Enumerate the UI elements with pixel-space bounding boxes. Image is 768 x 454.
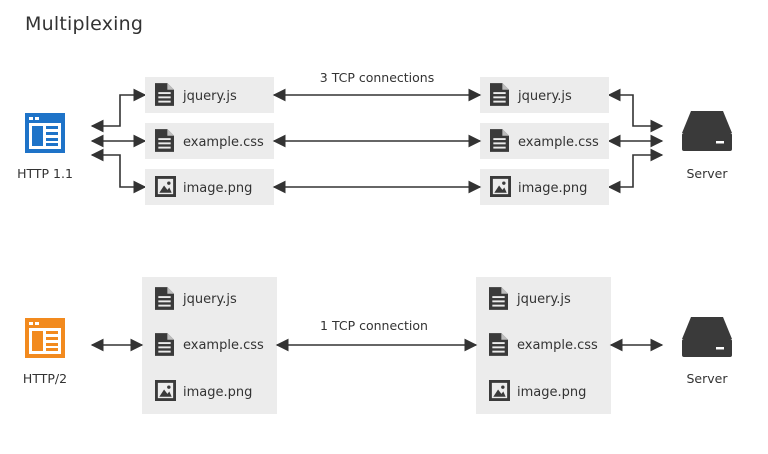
http1-server-label: Server bbox=[687, 166, 729, 181]
client-file-css: example.css bbox=[145, 123, 274, 159]
file-name: jquery.js bbox=[516, 292, 571, 307]
server-file-image: image.png bbox=[480, 169, 609, 205]
http2-connection-label: 1 TCP connection bbox=[320, 318, 428, 333]
server-icon bbox=[682, 317, 732, 357]
server-file-css: example.css bbox=[480, 123, 609, 159]
client-arrow-jquery bbox=[90, 88, 147, 133]
client-file-group: jquery.js example.css image.png bbox=[142, 277, 277, 414]
file-name: jquery.js bbox=[517, 89, 572, 104]
image-icon bbox=[490, 176, 511, 197]
file-name: image.png bbox=[183, 181, 252, 196]
server-file-jquery: jquery.js bbox=[480, 77, 609, 113]
server-icon bbox=[682, 111, 732, 151]
server-file-group: jquery.js example.css image.png bbox=[476, 277, 611, 414]
http2-server-label: Server bbox=[687, 371, 729, 386]
server-arrow-jquery bbox=[607, 88, 664, 133]
file-name: image.png bbox=[518, 181, 587, 196]
image-icon bbox=[489, 380, 510, 401]
http2-client-label: HTTP/2 bbox=[23, 371, 67, 386]
file-name: example.css bbox=[183, 338, 264, 353]
image-icon bbox=[155, 380, 176, 401]
browser-icon bbox=[25, 113, 65, 153]
http1-section: HTTP 1.1 Server jquery.js example.css im… bbox=[17, 70, 732, 205]
file-name: example.css bbox=[517, 338, 598, 353]
client-file-jquery: jquery.js bbox=[145, 77, 274, 113]
page-title: Multiplexing bbox=[25, 13, 144, 35]
file-name: jquery.js bbox=[182, 89, 237, 104]
image-icon bbox=[155, 176, 176, 197]
http1-client-label: HTTP 1.1 bbox=[17, 166, 73, 181]
http1-connection-label: 3 TCP connections bbox=[320, 70, 434, 85]
file-name: example.css bbox=[518, 135, 599, 150]
browser-icon bbox=[25, 318, 65, 358]
client-arrow-image bbox=[90, 148, 147, 194]
file-name: example.css bbox=[183, 135, 264, 150]
file-name: image.png bbox=[517, 385, 586, 400]
file-name: image.png bbox=[183, 385, 252, 400]
server-arrow-image bbox=[607, 148, 664, 194]
client-file-image: image.png bbox=[145, 169, 274, 205]
file-name: jquery.js bbox=[182, 292, 237, 307]
http2-section: HTTP/2 Server jquery.js example.css imag… bbox=[23, 277, 732, 414]
